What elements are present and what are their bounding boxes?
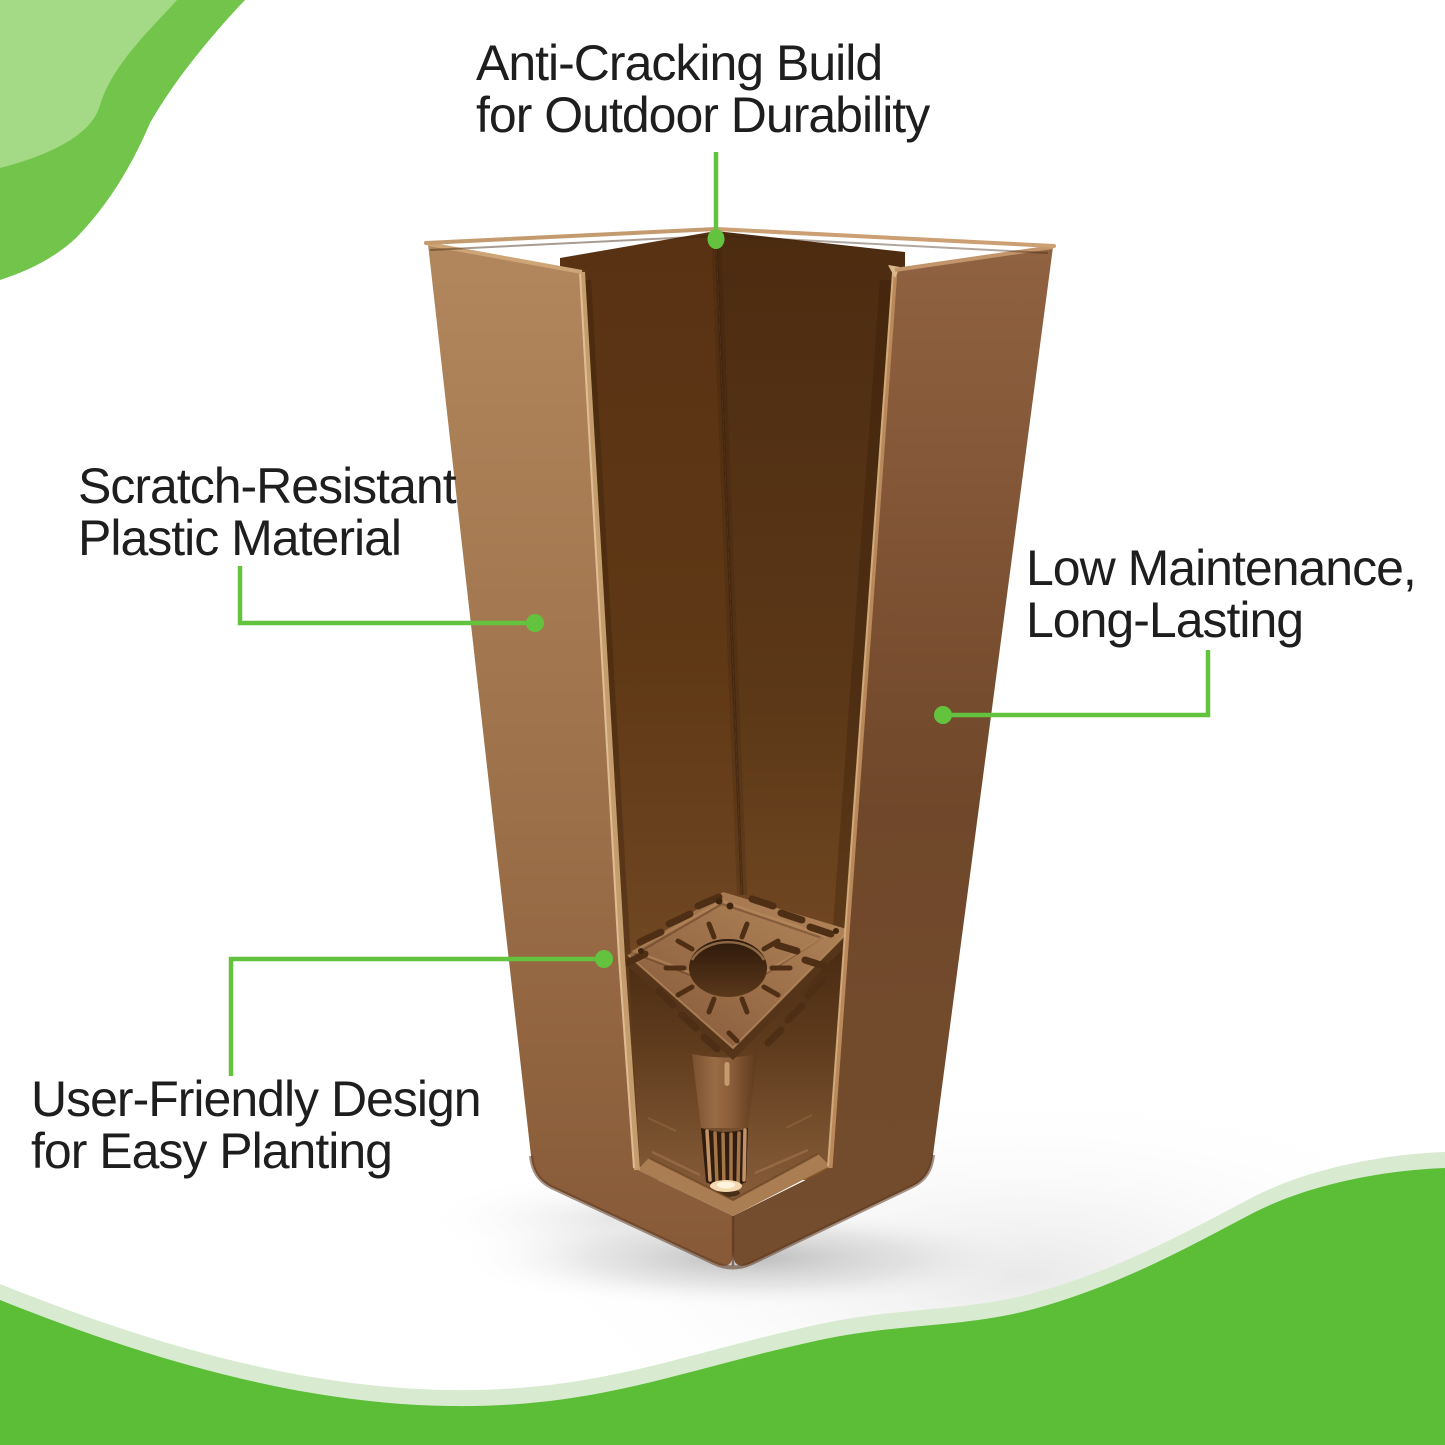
plate-center-hole: [689, 939, 767, 997]
callout-line-2: Plastic Material: [78, 510, 402, 566]
left-cut-edge: [579, 271, 640, 1171]
planter-rim: [424, 227, 1056, 254]
plate-radial-slots: [663, 921, 793, 1015]
planter-interior-corner-edge: [714, 232, 744, 896]
hole-rim-highlight: [690, 940, 766, 961]
callout-line-scratch-resistant: [237, 566, 527, 626]
right-cut-edge-highlight: [827, 271, 894, 1167]
callout-connectors: [228, 152, 1211, 1076]
callout-label-scratch-resistant: Scratch-Resistant Plastic Material: [78, 458, 457, 566]
corner-wave-top-left: [0, 0, 245, 280]
callout-label-low-maintenance: Low Maintenance, Long-Lasting: [1026, 540, 1417, 648]
water-funnel: [692, 1054, 757, 1197]
callout-line-1: User-Friendly Design: [31, 1071, 482, 1127]
callout-dot-scratch-resistant: [526, 614, 544, 632]
plate-edge-thickness: [626, 930, 851, 1060]
planter-left-wall: [427, 242, 733, 1266]
callout-line-2: for Outdoor Durability: [476, 87, 930, 143]
bottom-wave: [0, 1152, 1445, 1445]
wave-light-band: [0, 0, 177, 168]
right-cut-edge: [827, 269, 898, 1169]
drainage-plate: [623, 892, 851, 1060]
callout-line-2: for Easy Planting: [31, 1123, 393, 1179]
planter-base-edges: [529, 1154, 935, 1270]
callout-line-user-friendly: [228, 956, 596, 1076]
callout-dots: [526, 229, 952, 968]
cutaway-sill: [637, 1153, 830, 1216]
callout-label-anti-cracking: Anti-Cracking Build for Outdoor Durabili…: [476, 35, 930, 143]
planter-right-wall: [733, 245, 1054, 1266]
right-wall-top-edge: [894, 245, 1054, 272]
plate-corner-holes: [638, 897, 839, 954]
reservoir-floor-seams: [647, 1114, 813, 1177]
callout-dot-low-maintenance: [934, 706, 952, 724]
callout-line-1: Anti-Cracking Build: [476, 35, 883, 91]
left-cut-edge-highlight: [579, 271, 635, 1169]
callout-line-2: Long-Lasting: [1026, 592, 1304, 648]
left-wall-top-edge: [427, 242, 583, 274]
callout-dot-anti-cracking: [707, 229, 725, 249]
callout-line-1: Low Maintenance,: [1026, 540, 1417, 596]
plate-drain-slots: [623, 893, 835, 1053]
wave-green-fill: [0, 1168, 1445, 1445]
callout-line-low-maintenance: [951, 650, 1211, 718]
callout-line-1: Scratch-Resistant: [78, 458, 457, 514]
funnel-cage-ribs: [705, 1128, 747, 1188]
callout-label-user-friendly: User-Friendly Design for Easy Planting: [31, 1071, 482, 1179]
planter: [424, 227, 1056, 1270]
plate-front-lip: [627, 929, 851, 1050]
funnel-slot-highlight: [724, 1062, 730, 1086]
funnel-glow-core: [717, 1181, 735, 1189]
callout-dot-user-friendly: [595, 950, 613, 968]
